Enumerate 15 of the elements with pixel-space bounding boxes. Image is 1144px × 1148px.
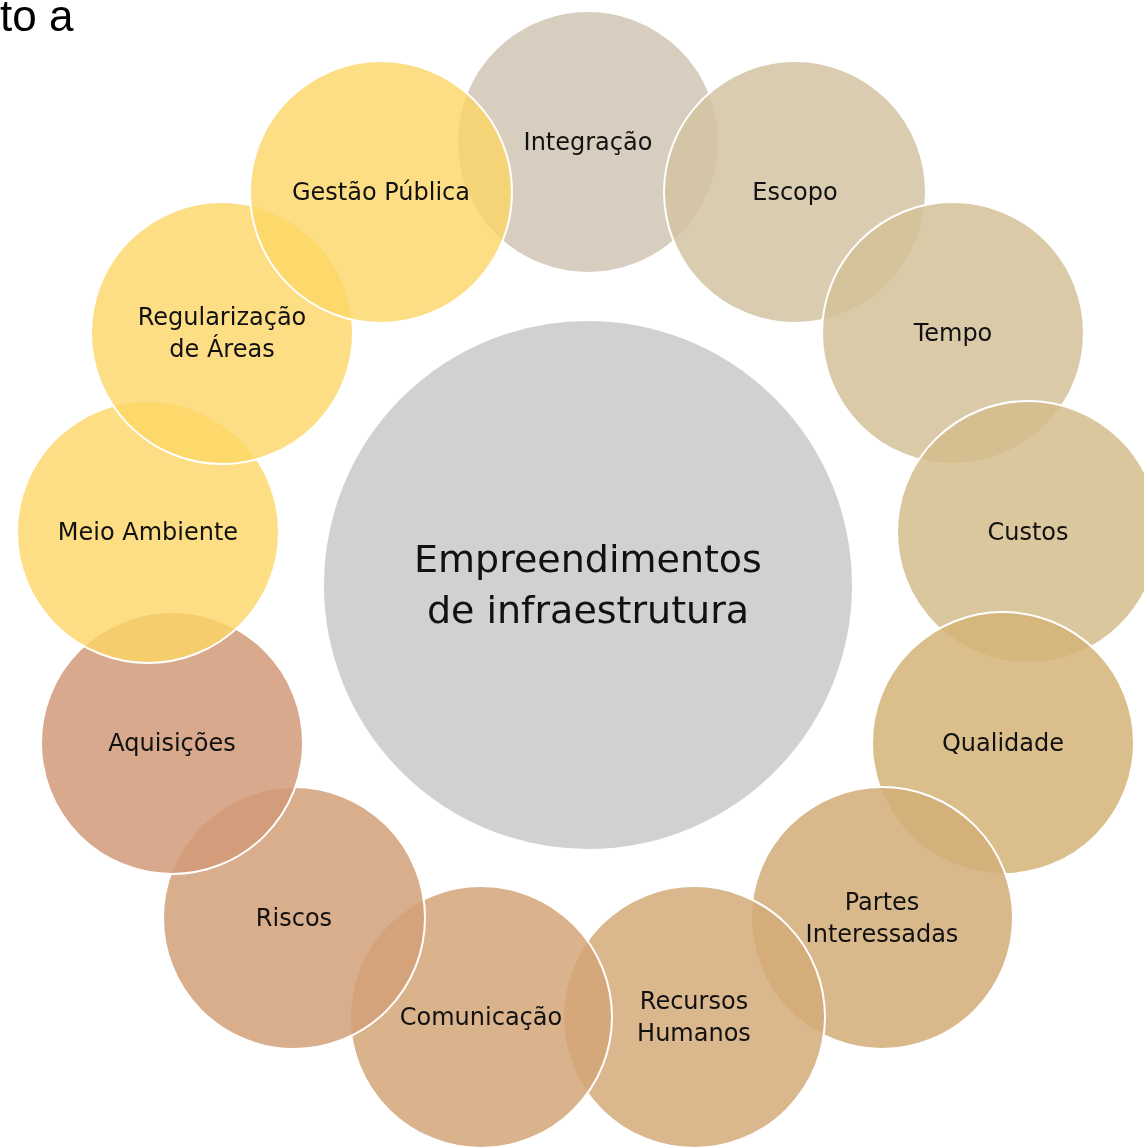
topic-label: Gestão Pública: [291, 176, 470, 208]
topic-label: Partes Interessadas: [804, 886, 960, 950]
topic-label: Custos: [987, 516, 1069, 548]
topic-label: Riscos: [255, 902, 333, 934]
text-fragment: to a: [0, 0, 74, 38]
topic-label: Comunicação: [399, 1001, 563, 1033]
topic-label: Regularização de Áreas: [136, 301, 308, 365]
topic-label: Integração: [523, 126, 653, 158]
topic-label: Recursos Humanos: [636, 985, 752, 1049]
center-title: Empreendimentos de infraestrutura: [413, 535, 763, 634]
topic-label: Meio Ambiente: [57, 516, 239, 548]
topic-label: Qualidade: [941, 727, 1065, 759]
topic-label: Escopo: [752, 176, 838, 208]
topic-label: Tempo: [913, 317, 993, 349]
topic-label: Aquisições: [108, 727, 236, 759]
